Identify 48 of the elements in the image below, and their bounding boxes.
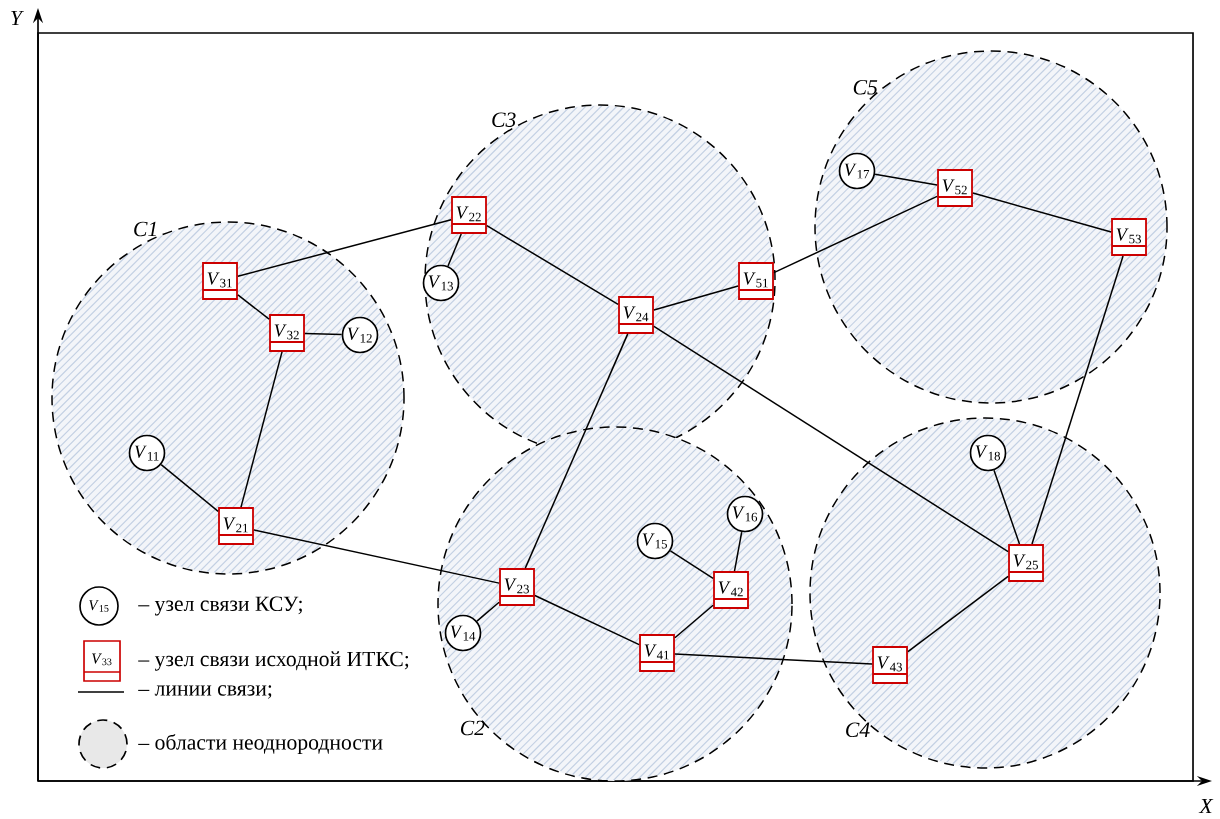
- link-line: [669, 550, 714, 580]
- router-box: V$_{51}$: [738, 262, 774, 300]
- legend-text: – линии связи;: [138, 685, 272, 699]
- region-label: C2: [460, 720, 485, 736]
- legend-text: – узел связи КСУ;: [138, 596, 302, 616]
- link-line: [524, 333, 629, 569]
- link-line: [674, 604, 714, 639]
- link-line: [486, 224, 619, 306]
- link-line: [653, 325, 1009, 553]
- link-line: [653, 285, 739, 311]
- link-line: [237, 219, 452, 277]
- router-box: V$_{52}$: [937, 169, 973, 207]
- legend-box: V$_{33}$: [83, 640, 121, 682]
- legend-text: – узел связи исходной ИТКС;: [138, 651, 409, 671]
- link-line: [534, 594, 640, 646]
- link-line: [240, 351, 283, 508]
- router-box: V$_{32}$: [269, 314, 305, 352]
- link-line: [773, 195, 938, 274]
- region-label: C5: [853, 80, 878, 95]
- link-line: [674, 653, 873, 665]
- region-label: C3: [492, 112, 516, 127]
- link-line: [874, 173, 938, 186]
- router-box: V$_{22}$: [451, 196, 487, 234]
- region-label: C1: [134, 221, 156, 237]
- link-line: [1031, 255, 1124, 545]
- router-box: V$_{23}$: [499, 568, 535, 606]
- link-line: [993, 469, 1021, 545]
- link-line: [476, 601, 500, 622]
- link-line: [972, 192, 1112, 233]
- link-line: [237, 294, 270, 320]
- router-box: V$_{41}$: [639, 634, 675, 672]
- link-line: [907, 575, 1009, 653]
- router-box: V$_{43}$: [872, 646, 908, 684]
- link-line: [447, 233, 462, 267]
- axis-label: X: [1198, 798, 1214, 814]
- link-line: [733, 531, 743, 572]
- router-box: V$_{53}$: [1111, 218, 1147, 256]
- link-line: [160, 463, 219, 513]
- region-label: C4: [846, 722, 870, 738]
- router-box: V$_{25}$: [1008, 544, 1044, 582]
- legend-text: – области неоднородности: [138, 733, 383, 755]
- router-box: V$_{42}$: [713, 571, 749, 609]
- link-line: [304, 332, 343, 336]
- axis-label: Y: [11, 10, 24, 26]
- router-box: V$_{24}$: [618, 296, 654, 334]
- router-box: V$_{31}$: [202, 262, 238, 300]
- router-box: V$_{21}$: [218, 507, 254, 545]
- link-line: [253, 529, 500, 584]
